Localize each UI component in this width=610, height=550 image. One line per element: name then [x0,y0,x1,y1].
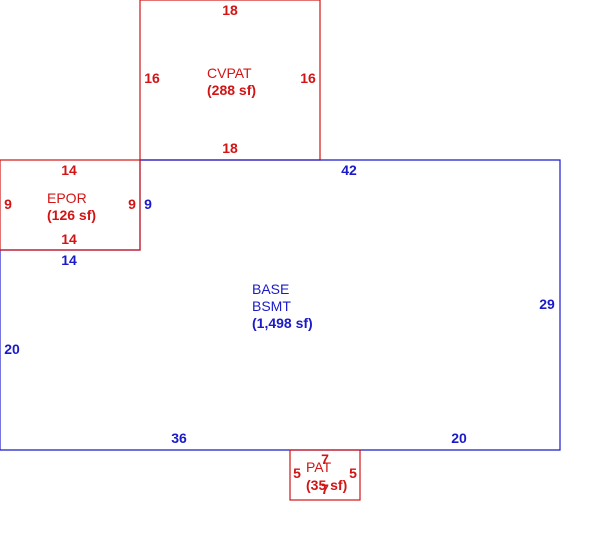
pat-dim-left: 5 [293,465,301,481]
base-area-value: (1,498 sf) [252,315,313,331]
epor-area-value: (126 sf) [47,207,96,223]
epor-dim-right: 9 [128,196,136,212]
pat-dim-top: 7 [321,451,329,467]
base-dim-left: 20 [4,341,20,357]
cvpat-code: CVPAT [207,65,252,81]
base-area: 42 29 36 20 20 14 9 BASE BSMT (1,498 sf) [0,159,561,451]
base-code: BASE [252,281,289,297]
pat-code: PAT [306,459,332,475]
pat-area: 7 7 5 5 PAT (35 sf) [289,449,361,501]
epor-dim-top: 14 [61,162,77,178]
epor-dim-left: 9 [4,196,12,212]
base-dim-notch-v: 9 [144,196,152,212]
cvpat-area-value: (288 sf) [207,82,256,98]
epor-area: 14 14 9 9 EPOR (126 sf) [0,159,141,251]
cvpat-dim-bottom: 18 [222,140,238,156]
base-dim-top: 42 [341,162,357,178]
base-dim-bottom-right: 20 [451,430,467,446]
base-subcode: BSMT [252,298,291,314]
pat-dim-bottom: 7 [321,481,329,497]
pat-outline [289,449,361,501]
cvpat-dim-top: 18 [222,2,238,18]
cvpat-area: 18 18 16 16 CVPAT (288 sf) [139,0,321,161]
pat-dim-right: 5 [349,465,357,481]
epor-code: EPOR [47,190,87,206]
base-dim-notch-h: 14 [61,252,77,268]
pat-area-value: (35 sf) [306,477,347,493]
base-dim-right: 29 [539,296,555,312]
epor-outline [0,159,141,251]
epor-dim-bottom: 14 [61,231,77,247]
cvpat-dim-left: 16 [144,70,160,86]
cvpat-dim-right: 16 [300,70,316,86]
base-dim-bottom-left: 36 [171,430,187,446]
